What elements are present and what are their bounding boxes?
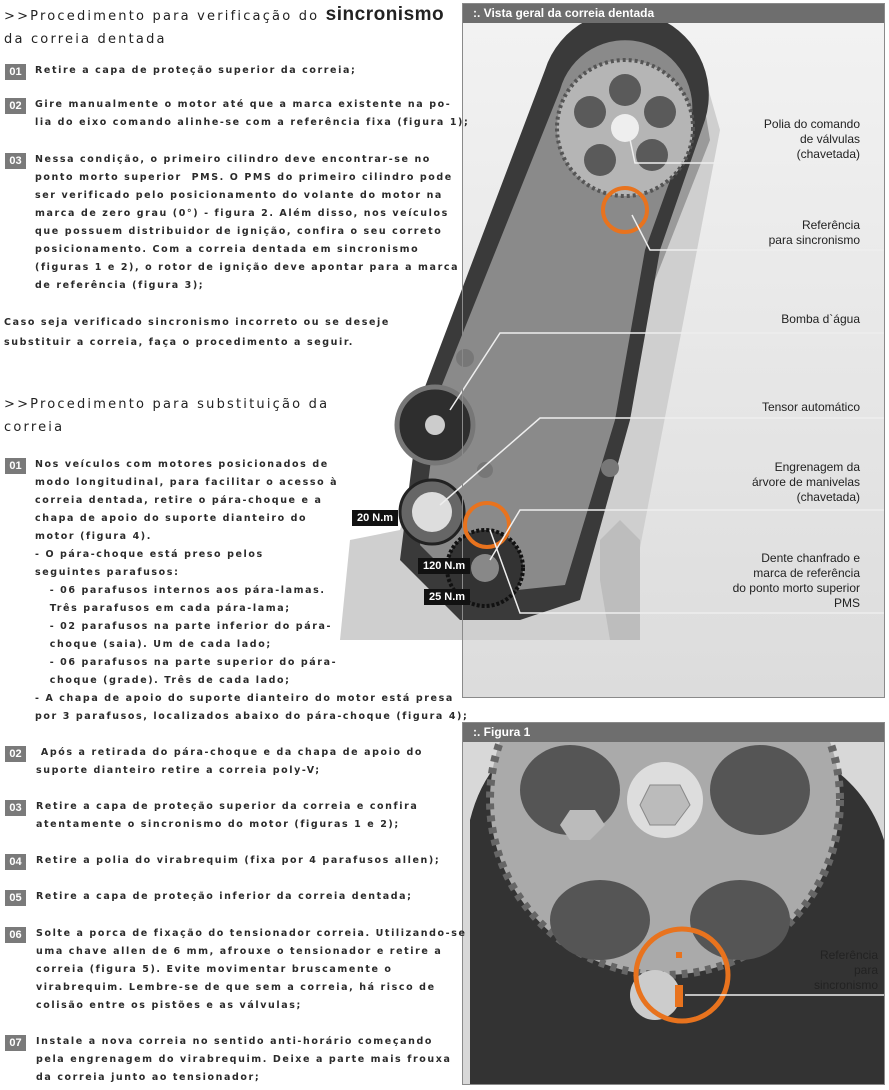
step-text-line: Retire a capa de proteção superior da co… <box>36 801 419 812</box>
label-line: Bomba d`água <box>781 312 860 326</box>
step-text-line: Retire a capa de proteção superior da co… <box>35 65 357 76</box>
step-text-line: Nos veículos com motores posicionados de <box>35 459 329 470</box>
step-number-badge: 05 <box>5 890 26 906</box>
section1-title-line2: da correia dentada <box>4 32 167 47</box>
section1-title: >>Procedimento para verificação do sincr… <box>4 3 444 51</box>
step-text-line: Três parafusos em cada pára-lama; <box>35 603 291 614</box>
label-cam-pulley: Polia do comando de válvulas (chavetada) <box>764 117 860 162</box>
step-number-badge: 01 <box>5 64 26 80</box>
engine-overview-drawing <box>340 11 885 640</box>
step-text-line: marca de zero grau (0°) - figura 2. Além… <box>35 208 449 219</box>
label-line: para <box>853 963 878 977</box>
step-text-line: lia do eixo comando alinhe-se com a refe… <box>35 117 470 128</box>
figure1-drawing <box>470 741 884 1084</box>
step-text-line: que possuem distribuidor de ignição, con… <box>35 226 443 237</box>
label-line: Polia do comando <box>763 117 860 131</box>
label-line: para sincronismo <box>768 233 860 247</box>
section2-title-line1: >>Procedimento para substituição da <box>4 397 330 412</box>
step-number-badge: 07 <box>5 1035 26 1051</box>
step-text-line: uma chave allen de 6 mm, afrouxe o tensi… <box>36 946 443 957</box>
note-line: substituir a correia, faça o procediment… <box>4 337 355 348</box>
step-text-line: - O pára-choque está preso pelos <box>35 549 264 560</box>
step-text-line: ser verificado pelo posicionamento do vo… <box>35 190 443 201</box>
figure1-panel: :. Figura 1 <box>462 722 885 1085</box>
step-text-line: Gire manualmente o motor até que a marca… <box>35 99 452 110</box>
step-text-line: colisão entre os pistões e as válvulas; <box>36 1000 302 1011</box>
label-line: (chavetada) <box>796 490 860 504</box>
sync-ref-highlight <box>601 186 649 234</box>
step-text-line: ponto morto superior PMS. O PMS do prime… <box>35 172 453 183</box>
step-number-badge: 06 <box>5 927 26 943</box>
step-text-line: - A chapa de apoio do suporte dianteiro … <box>35 693 454 704</box>
title-text: >>Procedimento para verificação do <box>4 9 320 24</box>
tdc-highlight <box>463 501 511 549</box>
step-text-line: atentamente o sincronismo do motor (figu… <box>36 819 400 830</box>
label-line: árvore de manivelas <box>751 475 860 489</box>
step-text-line: choque (saia). Um de cada lado; <box>35 639 272 650</box>
label-sync-ref: Referência para sincronismo <box>769 218 860 248</box>
step-text-line: pela engrenagem do virabrequim. Deixe a … <box>36 1054 452 1065</box>
step-text-line: seguintes parafusos: <box>35 567 180 578</box>
label-line: Referência <box>801 218 860 232</box>
step-text-line: por 3 parafusos, localizados abaixo do p… <box>35 711 469 722</box>
step-number-badge: 02 <box>5 746 26 762</box>
title-bold: sincronismo <box>325 4 445 25</box>
label-line: sincronismo <box>813 978 878 992</box>
torque-label-crank: 120 N.m <box>418 558 471 574</box>
step-text-line: de referência (figura 3); <box>35 280 205 291</box>
section2-title-line2: correia <box>4 420 65 435</box>
step-number-badge: 04 <box>5 854 26 870</box>
overview-panel: :. Vista geral da correia dentada <box>462 3 885 698</box>
label-line: Referência <box>819 948 878 962</box>
step-text-line: chapa de apoio do suporte dianteiro do <box>35 513 308 524</box>
label-line: (chavetada) <box>796 147 860 161</box>
step-text-line: - 02 parafusos na parte inferior do pára… <box>35 621 333 632</box>
label-tensioner: Tensor automático <box>762 400 860 415</box>
step-text-line: choque (grade). Três de cada lado; <box>35 675 291 686</box>
step-text-line: - 06 parafusos internos aos pára-lamas. <box>35 585 326 596</box>
step-number-badge: 02 <box>5 98 26 114</box>
step-text-line: posicionamento. Com a correia dentada em… <box>35 244 420 255</box>
step-text-line: Retire a capa de proteção inferior da co… <box>36 891 413 902</box>
label-line: de válvulas <box>799 132 860 146</box>
note-line: Caso seja verificado sincronismo incorre… <box>4 317 390 328</box>
torque-label-tensioner: 20 N.m <box>352 510 399 526</box>
step-text-line: Após a retirada do pára-choque e da chap… <box>36 747 424 758</box>
step-text-line: da correia junto ao tensionador; <box>36 1072 261 1083</box>
step-text-line: (figuras 1 e 2), o rotor de ignição deve… <box>35 262 460 273</box>
label-line: Dente chanfrado e <box>761 551 860 565</box>
step-text-line: virabrequim. Lembre-se de que sem a corr… <box>36 982 436 993</box>
step-number-badge: 03 <box>5 800 26 816</box>
step-text-line: Solte a porca de fixação do tensionador … <box>36 928 467 939</box>
label-line: Engrenagem da <box>774 460 860 474</box>
label-line: PMS <box>833 596 860 610</box>
label-tdc-mark: Dente chanfrado e marca de referência do… <box>733 551 860 611</box>
step-text-line: correia (figura 5). Evite movimentar bru… <box>36 964 393 975</box>
step-text-line: suporte dianteiro retire a correia poly-… <box>36 765 321 776</box>
section2-title: >>Procedimento para substituição da corr… <box>4 393 329 439</box>
overview-panel-title: :. Vista geral da correia dentada <box>463 4 884 23</box>
step-text-line: modo longitudinal, para facilitar o aces… <box>35 477 339 488</box>
step-number-badge: 01 <box>5 458 26 474</box>
label-figure1-ref: Referência para sincronismo <box>814 948 878 993</box>
label-crank-gear: Engrenagem da árvore de manivelas (chave… <box>752 460 860 505</box>
label-line: do ponto morto superior <box>732 581 860 595</box>
label-water-pump: Bomba d`água <box>781 312 860 327</box>
step-text-line: correia dentada, retire o pára-choque e … <box>35 495 323 506</box>
step-number-badge: 03 <box>5 153 26 169</box>
step-text-line: Nessa condição, o primeiro cilindro deve… <box>35 154 431 165</box>
step-text-line: Instale a nova correia no sentido anti-h… <box>36 1036 433 1047</box>
step-text-line: - 06 parafusos na parte superior do pára… <box>35 657 338 668</box>
step-text-line: Retire a polia do virabrequim (fixa por … <box>36 855 441 866</box>
torque-label-pulley: 25 N.m <box>424 589 471 605</box>
section1-title-line1: >>Procedimento para verificação do sincr… <box>4 3 444 28</box>
figure1-panel-title: :. Figura 1 <box>463 723 884 742</box>
label-line: Tensor automático <box>761 400 860 414</box>
label-line: marca de referência <box>753 566 860 580</box>
step-text-line: motor (figura 4). <box>35 531 152 542</box>
